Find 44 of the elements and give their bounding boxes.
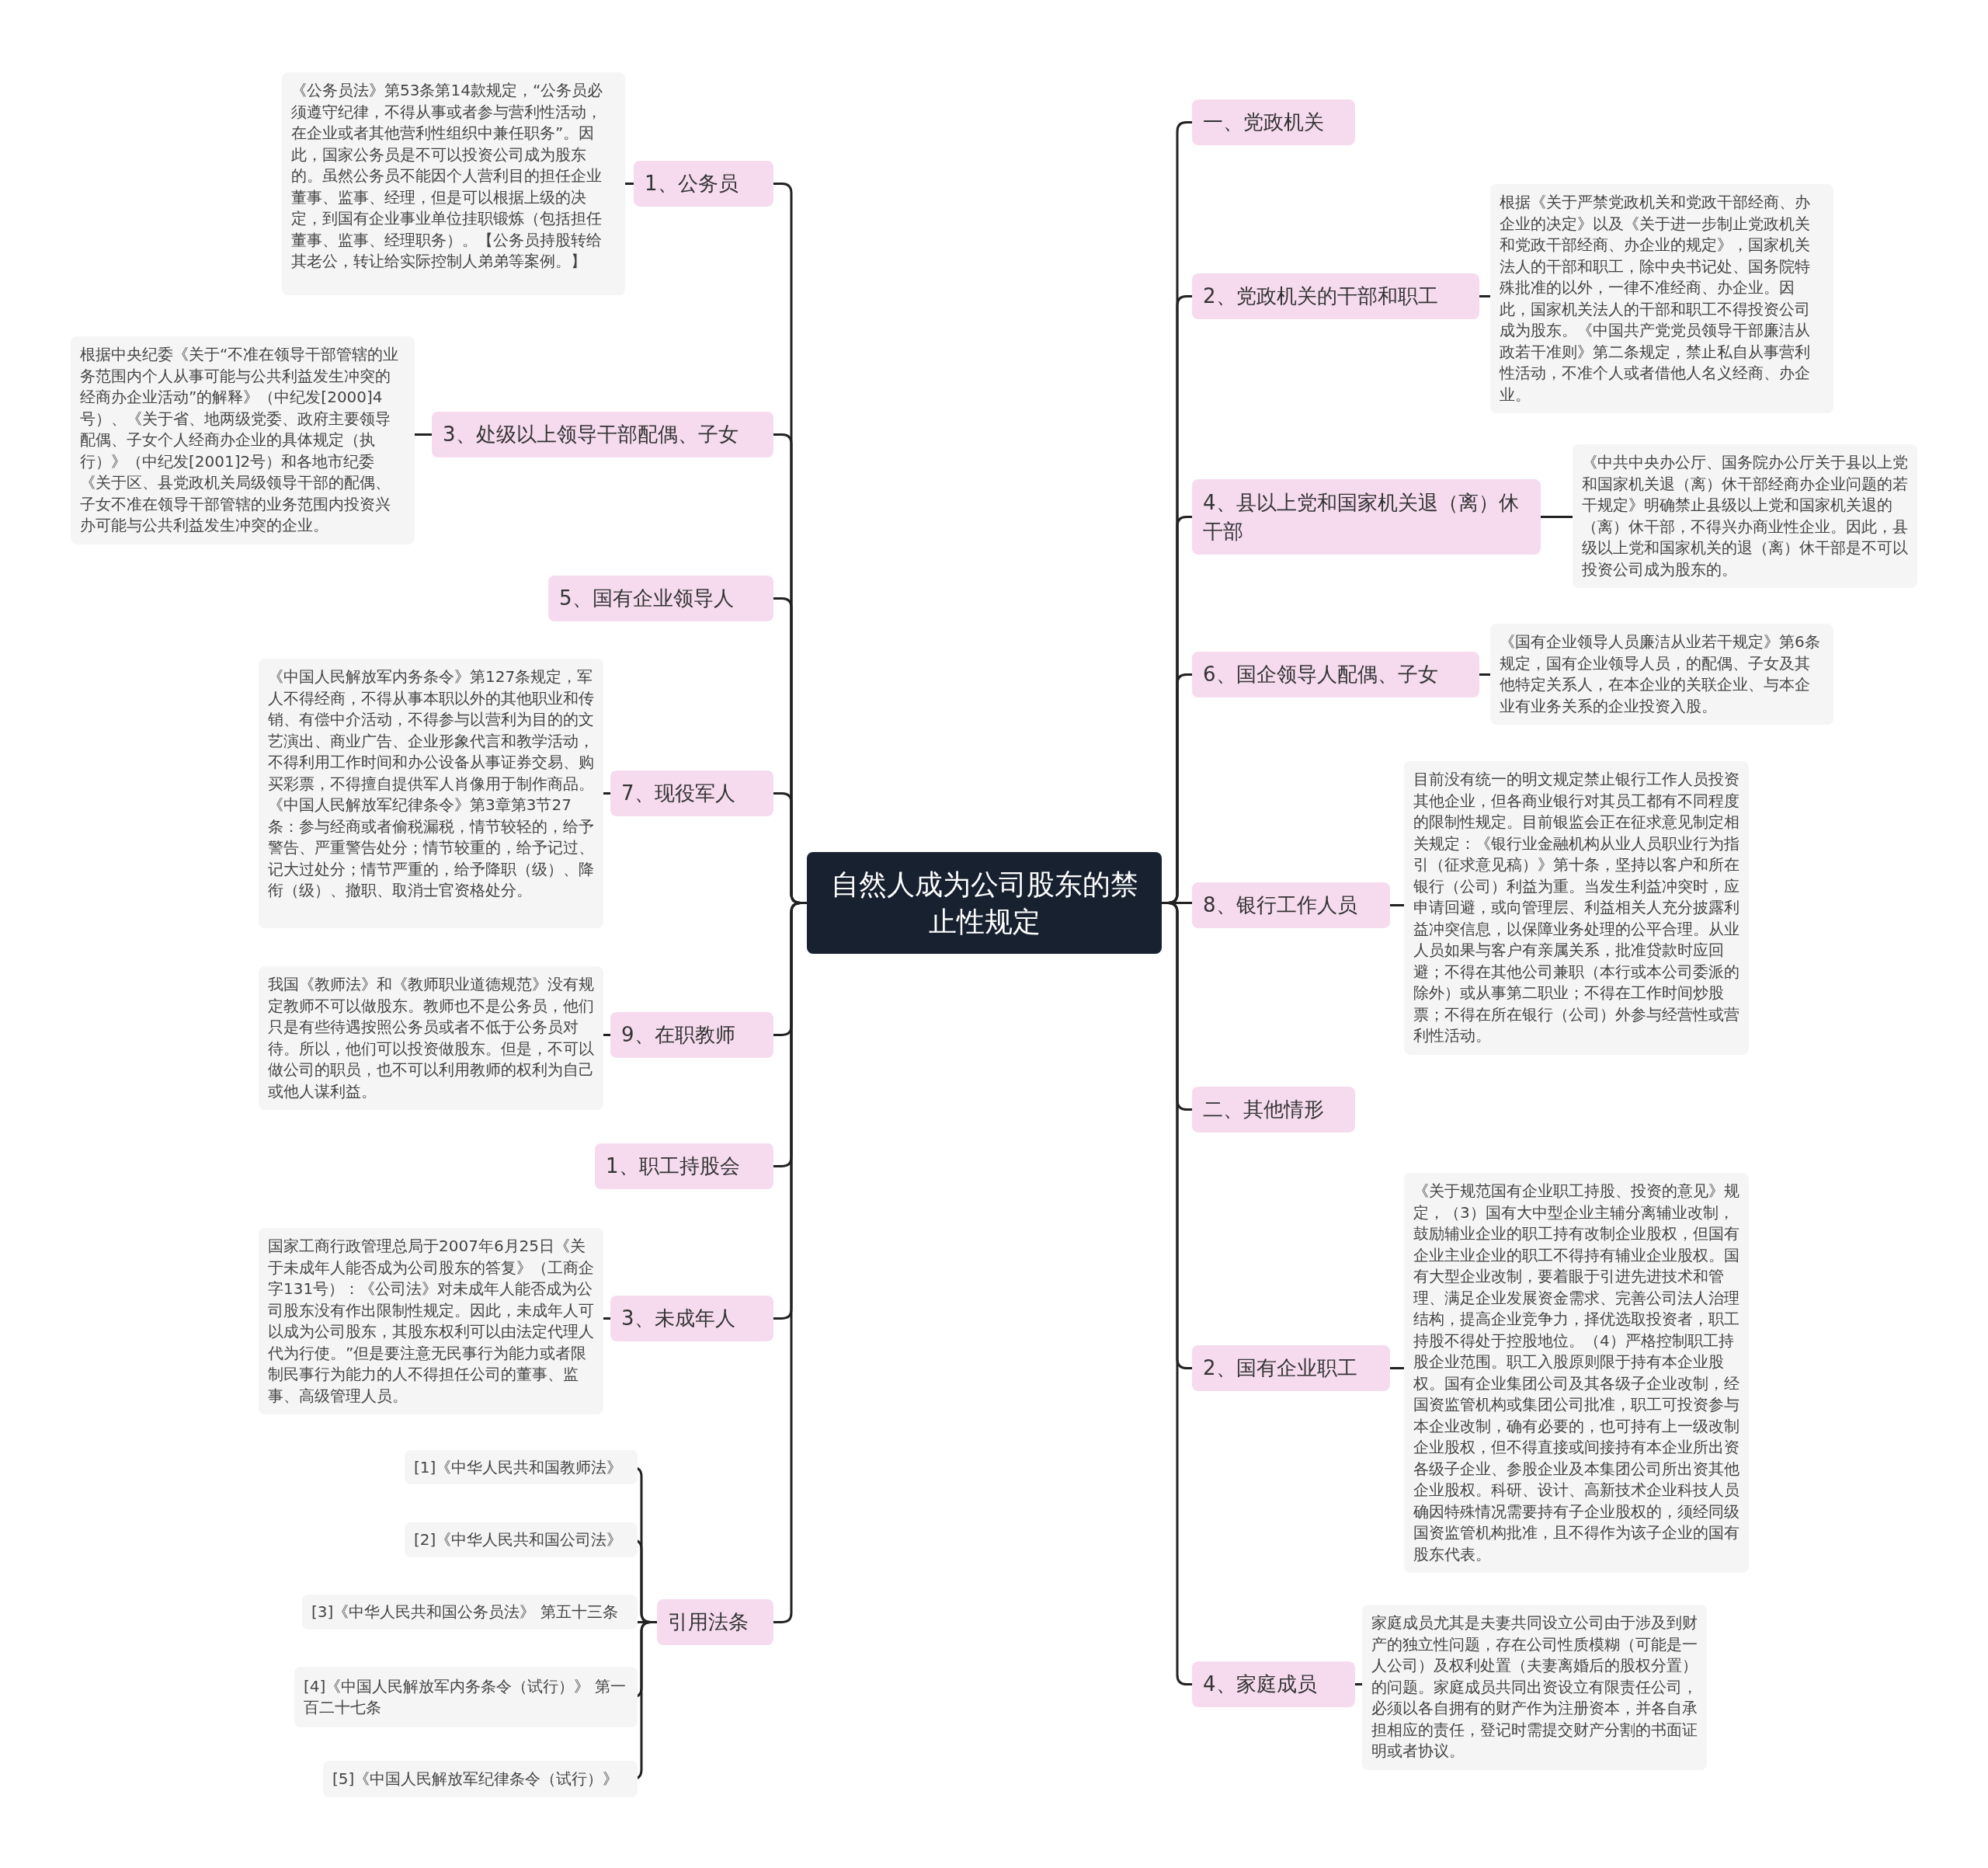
topic-box: 3、未成年人: [610, 1296, 773, 1341]
connector-line: [603, 1034, 610, 1036]
connector-line: [603, 792, 610, 795]
connector-line: [625, 183, 634, 185]
topic-box: 二、其他情形: [1192, 1087, 1355, 1132]
central-topic: 自然人成为公司股东的禁止性规定: [807, 852, 1162, 954]
topic-box: 9、在职教师: [610, 1012, 773, 1058]
topic-box: 8、银行工作人员: [1192, 882, 1390, 928]
note-card: 国家工商行政管理总局于2007年6月25日《关于未成年人能否成为公司股东的答复》（工商企字131号）：《公司法》对未成年人能否成为公司股东没有作出限制性规定。因此，未成年人可以成为公司股东，其股东权利可以由法定代理人代为行使。”但是要注意无民事行为能力或者限制民事行为能力的人不得担任公司的董事、监事、高级管理人员。: [259, 1228, 603, 1414]
topic-box: 1、职工持股会: [595, 1143, 773, 1189]
note-card: 《国有企业领导人员廉洁从业若干规定》第6条规定，国有企业领导人员，的配偶、子女及其他特定关系人，在本企业的关联企业、与本企业有业务关系的企业投资入股。: [1490, 624, 1833, 725]
topic-box: 4、县以上党和国家机关退（离）休干部: [1192, 479, 1541, 555]
topic-box: 2、党政机关的干部和职工: [1192, 273, 1479, 319]
reference-card: [3]《中华人民共和国公务员法》 第五十三条: [302, 1595, 638, 1630]
topic-box: 7、现役军人: [610, 771, 773, 816]
note-card: 《公务员法》第53条第14款规定，“公务员必须遵守纪律，不得从事或者参与营利性活动，在企业或者其他营利性组织中兼任职务”。因此，国家公务员是不可以投资公司成为股东的。虽然公务员不能因个人营利目的担任企业董事、监事、经理，但是可以根据上级的决定，到国有企业事业单位挂职锻炼（包括担任董事、监事、经理职务）。【公务员持股转给其老公，转让给实际控制人弟弟等案例。】: [282, 72, 625, 295]
topic-box: 6、国企领导人配偶、子女: [1192, 652, 1479, 697]
connector-line: [415, 433, 432, 436]
topic-box: 4、家庭成员: [1192, 1661, 1355, 1707]
topic-box: 3、处级以上领导干部配偶、子女: [432, 412, 773, 457]
topic-box: 5、国有企业领导人: [548, 576, 773, 621]
reference-card: [4]《中国人民解放军内务条令（试行）》 第一百二十七条: [294, 1667, 638, 1727]
connector-line: [1390, 1367, 1404, 1369]
connector-line: [1355, 1683, 1362, 1685]
reference-card: [5]《中国人民解放军纪律条令（试行）》: [323, 1761, 638, 1797]
note-card: 家庭成员尤其是夫妻共同设立公司由于涉及到财产的独立性问题，存在公司性质模糊（可能是一人公司）及权利处置（夫妻离婚后的股权分置）的问题。家庭成员共同出资设立有限责任公司，必须以各自拥有的财产作为注册资本，并各自承担相应的责任，登记时需提交财产分割的书面证明或者协议。: [1362, 1605, 1707, 1770]
note-card: 根据《关于严禁党政机关和党政干部经商、办企业的决定》以及《关于进一步制止党政机关和党政干部经商、办企业的规定》，国家机关法人的干部和职工，除中央书记处、国务院特殊批准的以外，一律不准经商、办企业。因此，国家机关法人的干部和职工不得投资公司成为股东。《中国共产党党员领导干部廉洁从政若干准则》第二条规定，禁止私自从事营利性活动，不准个人或者借他人名义经商、办企业。: [1490, 184, 1833, 413]
topic-box: 2、国有企业职工: [1192, 1345, 1390, 1391]
topic-box: 1、公务员: [634, 161, 773, 207]
connector-line: [1479, 673, 1490, 676]
note-card: 《中国人民解放军内务条令》第127条规定，军人不得经商，不得从事本职以外的其他职业和传销、有偿中介活动，不得参与以营利为目的的文艺演出、商业广告、企业形象代言和教学活动，不得利用工作时间和办公设备从事证券交易、购买彩票，不得擅自提供军人肖像用于制作商品。《中国人民解放军纪律条令》第3章第3节27条：参与经商或者偷税漏税，情节较轻的，给予警告、严重警告处分；情节较重的，给予记过、记大过处分；情节严重的，给予降职（级）、降衔（级）、撤职、取消士官资格处分。: [259, 659, 603, 928]
connector-line: [1390, 904, 1404, 906]
reference-card: [1]《中华人民共和国教师法》: [405, 1450, 638, 1484]
note-card: 《关于规范国有企业职工持股、投资的意见》规定，（3）国有大中型企业主辅分离辅业改制，鼓励辅业企业的职工持有改制企业股权，但国有企业主业企业的职工不得持有辅业企业股权。国有大型企业改制，要着眼于引进先进技术和管理、满足企业发展资金需求、完善公司法人治理结构，提高企业竞争力，择优选取投资者，职工持股不得处于控股地位。（4）严格控制职工持股企业范围。职工入股原则限于持有本企业股权。国有企业集团公司及其各级子企业改制，经国资监管机构或集团公司批准，职工可投资参与本企业改制，确有必要的，也可持有上一级改制企业股权，但不得直接或间接持有本企业所出资各级子企业、参股企业及本集团公司所出资其他企业股权。科研、设计、高新技术企业科技人员确因特殊情况需要持有子企业股权的，须经同级国资监管机构批准，且不得作为该子企业的国有股东代表。: [1404, 1173, 1749, 1573]
connector-line: [603, 1317, 610, 1320]
note-card: 《中共中央办公厅、国务院办公厅关于县以上党和国家机关退（离）休干部经商办企业问题的若干规定》明确禁止县级以上党和国家机关退的（离）休干部，不得兴办商业性企业。因此，县级以上党和国家机关的退（离）休干部是不可以投资公司成为股东的。: [1573, 444, 1917, 588]
connector-line: [1479, 295, 1490, 297]
note-card: 根据中央纪委《关于“不准在领导干部管辖的业务范围内个人从事可能与公共利益发生冲突的经商办企业活动”的解释》（中纪发[2000]4号）、《关于省、地两级党委、政府主要领导配偶、子女个人经商办企业的具体规定（执行）》（中纪发[2001]2号）和各地市纪委《关于区、县党政机关局级领导干部的配偶、子女不准在领导干部管辖的业务范围内投资兴办可能与公共利益发生冲突的企业。: [71, 336, 415, 544]
note-card: 我国《教师法》和《教师职业道德规范》没有规定教师不可以做股东。教师也不是公务员，他们只是有些待遇按照公务员或者不低于公务员对待。所以，他们可以投资做股东。但是，不可以做公司的职员，也不可以利用教师的权利为自己或他人谋利益。: [259, 966, 603, 1110]
note-card: 目前没有统一的明文规定禁止银行工作人员投资其他企业，但各商业银行对其员工都有不同程度的限制性规定。目前银监会正在征求意见制定相关规定：《银行业金融机构从业人员职业行为指引（征求意见稿）》第十条，坚持以客户和所在银行（公司）利益为重。当发生利益冲突时，应申请回避，或向管理层、利益相关人充分披露利益冲突信息，以保障业务处理的公平合理。从业人员如果与客户有亲属关系，批准贷款时应回避；不得在其他公司兼职（本行或本公司委派的除外）或从事第二职业；不得在工作时间炒股票；不得在所在银行（公司）外参与经营性或营利性活动。: [1404, 761, 1749, 1055]
reference-card: [2]《中华人民共和国公司法》: [405, 1522, 638, 1557]
topic-box: 一、党政机关: [1192, 99, 1355, 145]
topic-box: 引用法条: [657, 1599, 773, 1645]
connector-line: [1541, 516, 1573, 518]
